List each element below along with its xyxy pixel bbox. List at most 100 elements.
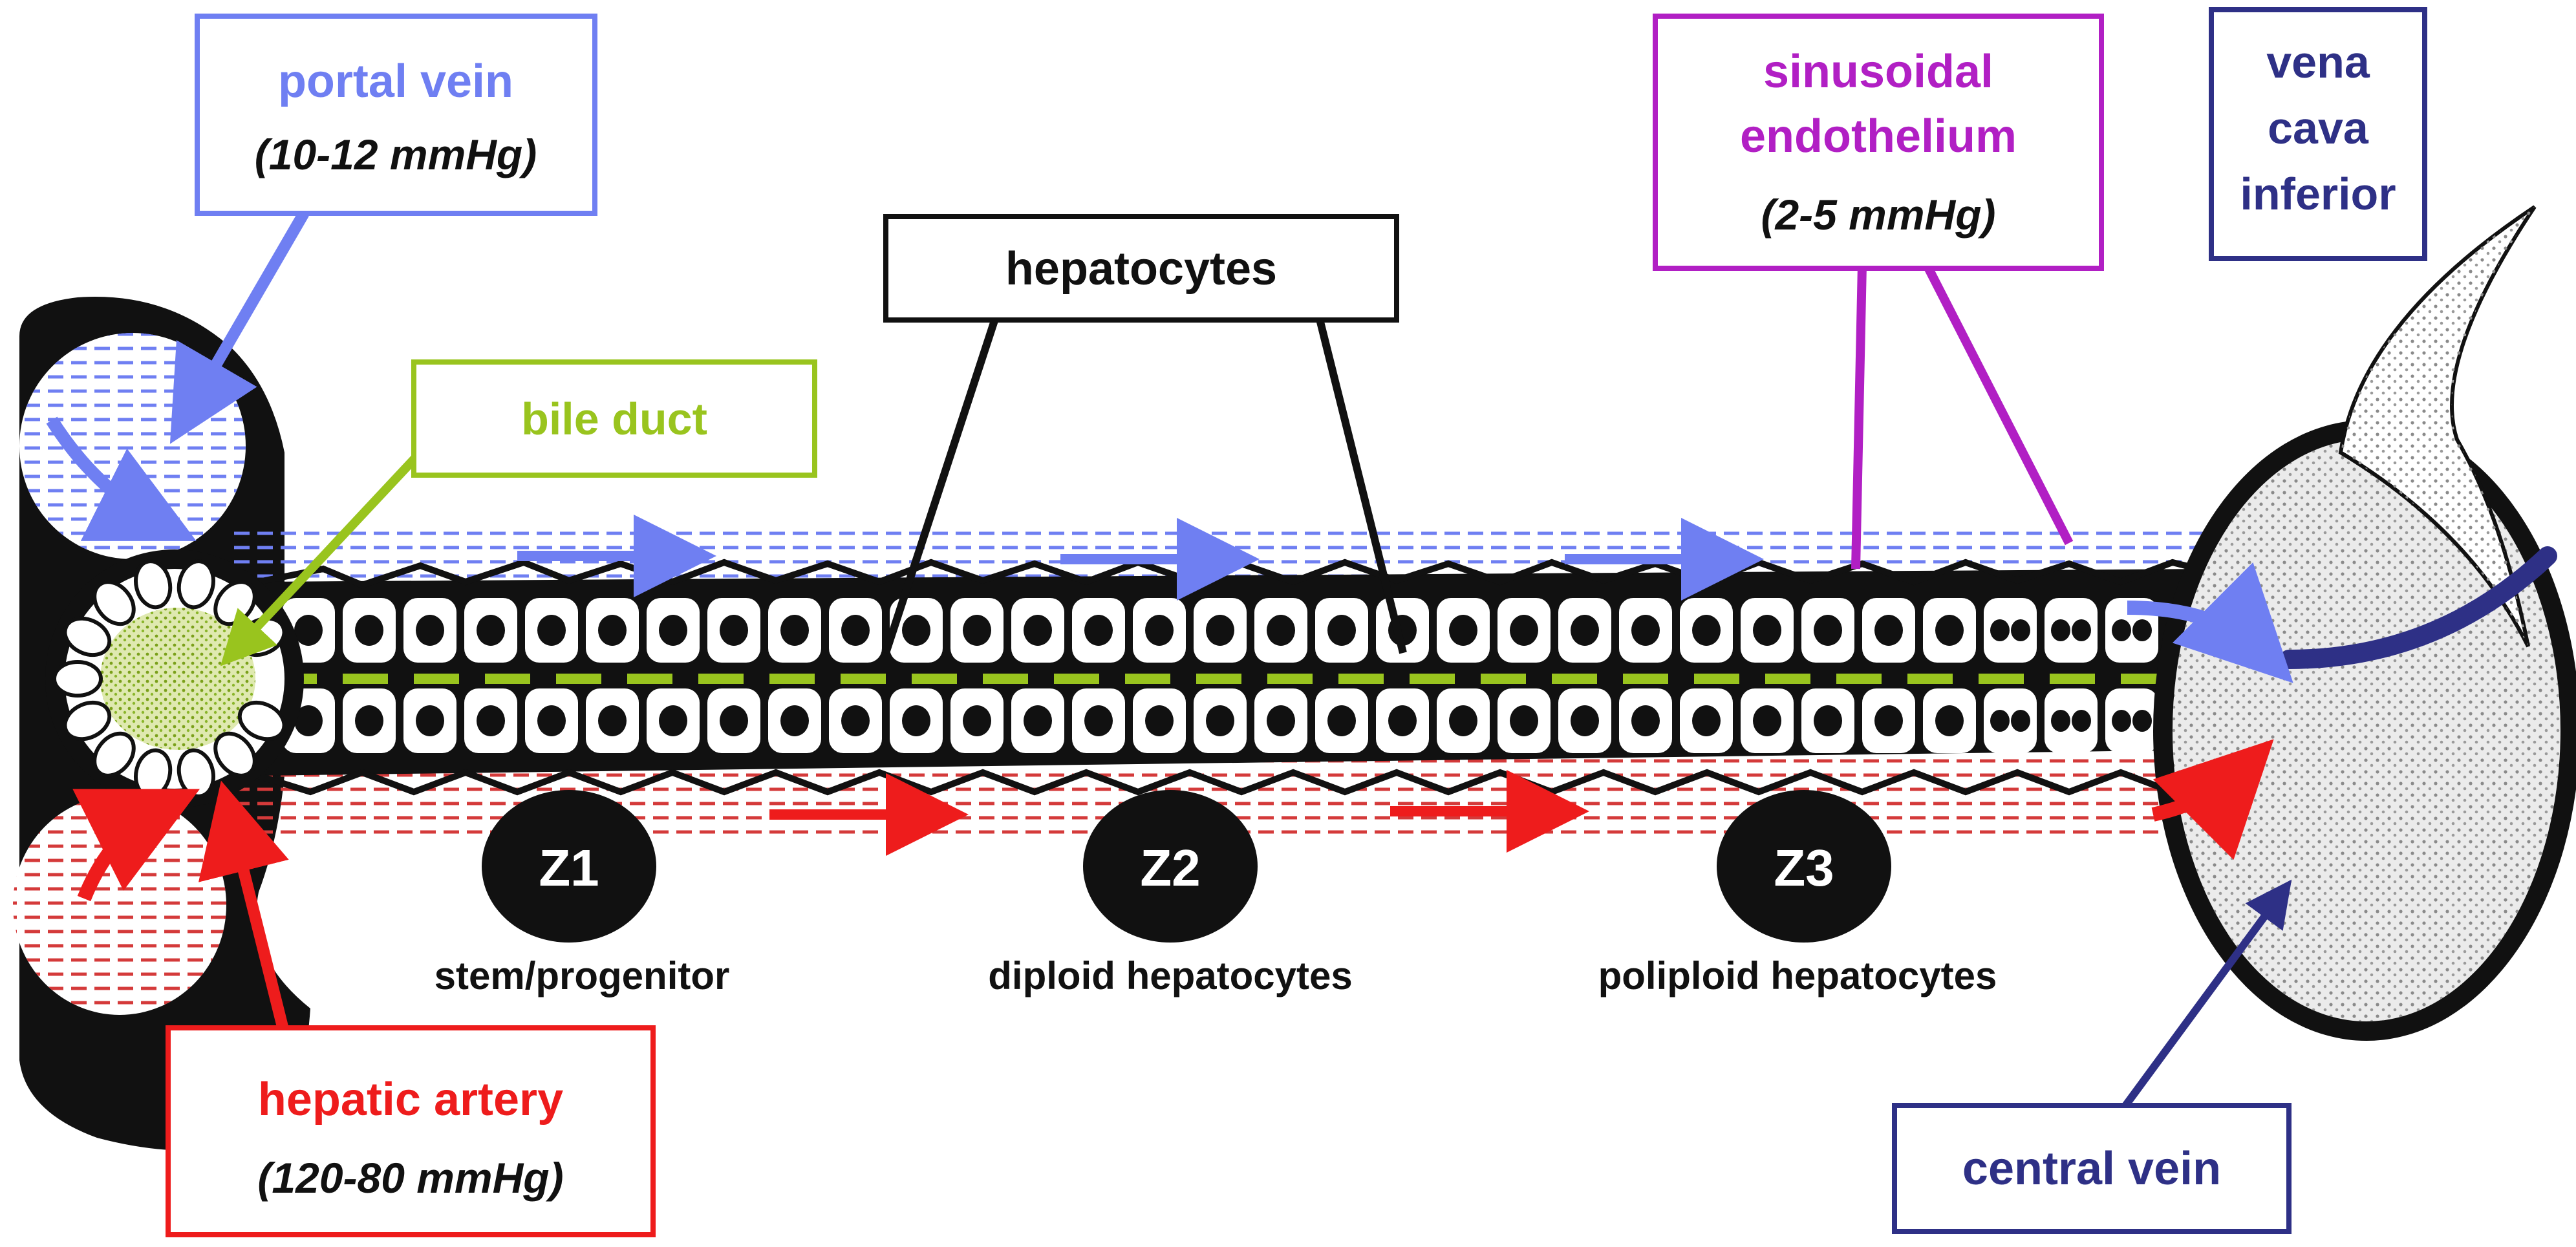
- hepatocyte-nucleus: [1327, 615, 1356, 646]
- hepatocyte-nucleus: [2051, 619, 2070, 641]
- endothelium-lower: [257, 747, 2214, 796]
- central-vein-vessel: [2153, 420, 2576, 1041]
- hepatocyte-nucleus: [1935, 615, 1964, 646]
- portal-vein-pressure: (10-12 mmHg): [255, 131, 537, 178]
- hepatocyte-cell: [2045, 688, 2098, 753]
- cholangiocyte-cell: [134, 559, 173, 610]
- portal-outflow-arrow: [2127, 562, 2293, 683]
- hepatocyte-nucleus: [294, 705, 323, 736]
- hepatocyte-nucleus: [477, 705, 505, 736]
- hepatocyte-nucleus: [2112, 710, 2131, 732]
- hepatocyte-nucleus: [659, 705, 687, 736]
- hepatocyte-nucleus: [1327, 705, 1356, 736]
- hepatocyte-pointer-2: [1315, 315, 1407, 654]
- hepatocyte-nucleus: [1814, 705, 1842, 736]
- hepatocyte-nucleus: [294, 615, 323, 646]
- central-vein-label: central vein: [1962, 1143, 2221, 1195]
- hepatocyte-nucleus: [537, 615, 566, 646]
- hepatocyte-nucleus: [2132, 619, 2152, 641]
- hepatocytes-label: hepatocytes: [1005, 243, 1277, 295]
- bile-duct-label: bile duct: [521, 394, 707, 444]
- hepatocyte-nucleus: [1874, 705, 1903, 736]
- portal-vein-label: portal vein: [278, 56, 513, 107]
- hepatocyte-cell: [1984, 688, 2037, 753]
- central-vein-label-box: central vein: [1892, 1103, 2292, 1234]
- central-to-cava-curve: [2279, 546, 2557, 669]
- zone-z1-label: Z1: [539, 839, 599, 897]
- hepatocyte-nucleus: [416, 705, 444, 736]
- hepatic-artery-pointer: [198, 780, 290, 1036]
- hepatocyte-nucleus: [1449, 705, 1477, 736]
- sinusoid-pointer-1: [1851, 264, 1867, 570]
- zone-z3: Z3: [1717, 790, 1891, 943]
- portal-vein-pointer: [169, 210, 309, 444]
- hepatocyte-nucleus: [2011, 710, 2030, 732]
- sinusoidal-label-line2: endothelium: [1740, 111, 2017, 162]
- hepatocyte-nucleus: [1024, 615, 1052, 646]
- hepatocyte-nucleus: [780, 615, 809, 646]
- hepatocyte-nucleus: [720, 705, 748, 736]
- vena-cava-label-box: vena cava inferior: [2209, 7, 2427, 261]
- hepatocyte-nucleus: [1510, 615, 1538, 646]
- zone-z1-caption: stem/progenitor: [435, 954, 730, 997]
- hepatocyte-nucleus: [1510, 705, 1538, 736]
- arterial-inflow-arrow: [72, 789, 200, 902]
- hepatocyte-nucleus: [2112, 619, 2131, 641]
- hepatocyte-nucleus: [477, 615, 505, 646]
- hepatocyte-pointer-1: [882, 315, 1000, 654]
- hepatocyte-nucleus: [1753, 705, 1781, 736]
- hepatocyte-nucleus: [355, 705, 383, 736]
- cholangiocyte-cell: [52, 660, 103, 698]
- zone-z2: Z2: [1083, 790, 1258, 943]
- sinusoidal-endothelium-label-box: sinusoidal endothelium (2-5 mmHg): [1653, 14, 2104, 271]
- hepatocyte-nucleus: [1692, 705, 1721, 736]
- hepatocyte-nucleus: [1388, 705, 1417, 736]
- hepatocyte-nucleus: [1449, 615, 1477, 646]
- hepatocyte-nucleus: [1084, 705, 1113, 736]
- sinusoid-pointer-2: [1922, 262, 2074, 546]
- vena-cava-line3: inferior: [2240, 169, 2396, 219]
- cholangiocyte-cell: [92, 580, 136, 626]
- hepatocyte-nucleus: [598, 705, 627, 736]
- hepatocyte-nucleus: [1267, 705, 1295, 736]
- bile-ductule: [45, 549, 304, 808]
- hepatocyte-nucleus: [902, 705, 930, 736]
- zone-z3-label: Z3: [1774, 839, 1834, 897]
- hepatocyte-nucleus: [1990, 710, 2010, 732]
- sinusoidal-label-line1: sinusoidal: [1763, 46, 1993, 98]
- hepatic-artery-label: hepatic artery: [258, 1074, 563, 1125]
- hepatocyte-nucleus: [2072, 619, 2091, 641]
- hepatocyte-nucleus: [1145, 705, 1174, 736]
- zone-z3-caption: poliploid hepatocytes: [1598, 954, 1997, 997]
- arterial-outflow-arrow: [2151, 739, 2274, 860]
- zone-z2-caption: diploid hepatocytes: [988, 954, 1352, 997]
- hepatocyte-nucleus: [1145, 615, 1174, 646]
- hepatocyte-nucleus: [902, 615, 930, 646]
- hepatocyte-nucleus: [1206, 705, 1234, 736]
- hepatocyte-nucleus: [2051, 710, 2070, 732]
- hepatocyte-nucleus: [1874, 615, 1903, 646]
- hepatocyte-nucleus: [1990, 619, 2010, 641]
- hepatocyte-nucleus: [416, 615, 444, 646]
- hepatocyte-nucleus: [1692, 615, 1721, 646]
- cholangiocyte-cell: [63, 700, 112, 741]
- zone-z1: Z1: [482, 790, 656, 943]
- hepatocyte-nucleus: [2072, 710, 2091, 732]
- hepatocyte-nucleus: [1631, 705, 1660, 736]
- cholangiocyte-cell: [213, 731, 257, 778]
- hepatocyte-nucleus: [659, 615, 687, 646]
- hepatocyte-nucleus: [780, 705, 809, 736]
- hepatocyte-nucleus: [1267, 615, 1295, 646]
- portal-vein-label-box: portal vein (10-12 mmHg): [195, 14, 597, 216]
- hepatocyte-plate: [259, 569, 2211, 776]
- hepatic-artery-pressure: (120-80 mmHg): [257, 1154, 563, 1202]
- hepatocyte-nucleus: [537, 705, 566, 736]
- hepatocyte-nucleus: [1753, 615, 1781, 646]
- hepatocyte-nucleus: [963, 705, 991, 736]
- sinusoidal-pressure: (2-5 mmHg): [1761, 191, 1995, 239]
- hepatocyte-nucleus: [355, 615, 383, 646]
- zone-z2-label: Z2: [1140, 839, 1200, 897]
- cholangiocyte-cell: [92, 731, 136, 778]
- central-vein-pointer: [2118, 879, 2292, 1114]
